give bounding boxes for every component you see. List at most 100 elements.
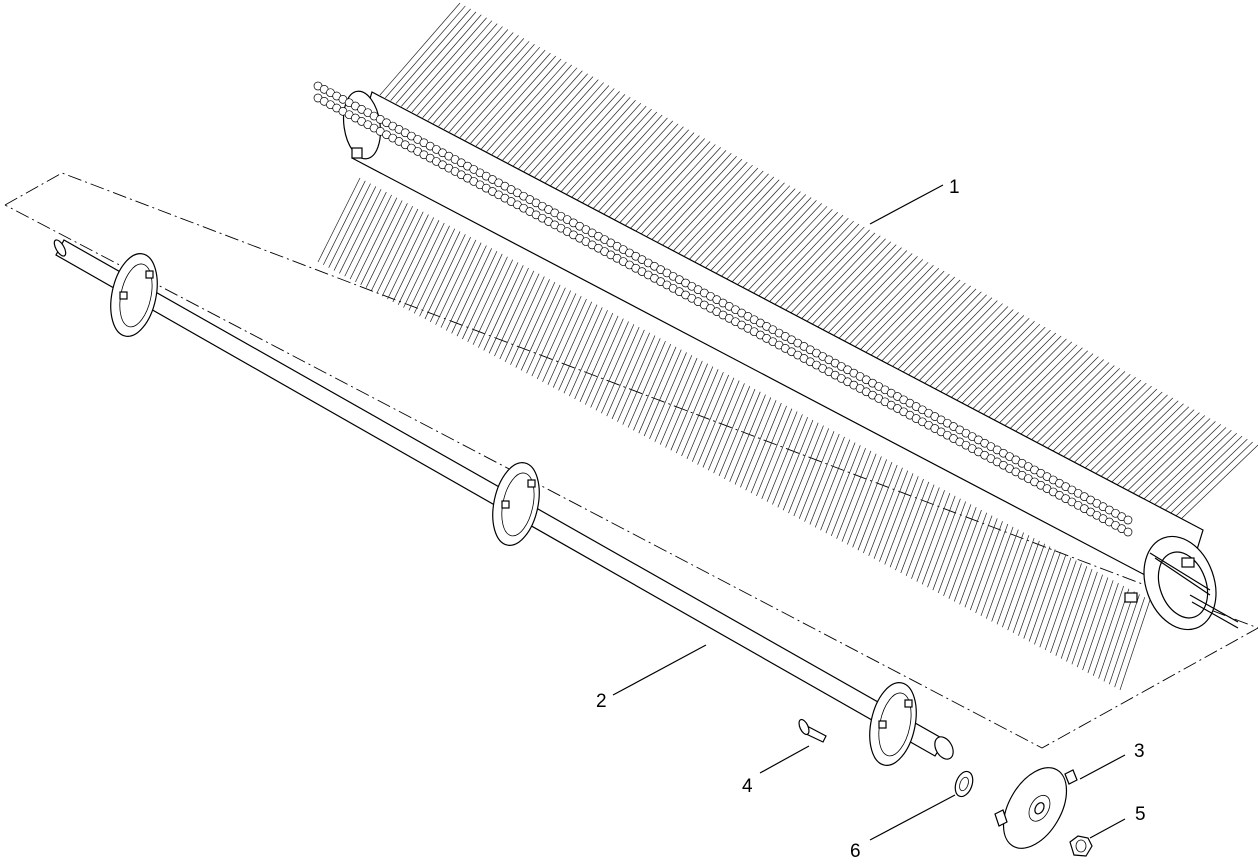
bristle xyxy=(948,509,982,599)
bristle xyxy=(406,17,487,110)
bristle xyxy=(483,265,524,351)
bristle xyxy=(606,329,645,417)
leader-line-5 xyxy=(1089,818,1126,839)
bristle xyxy=(1039,557,1072,648)
bristle xyxy=(433,32,514,124)
callout-2: 2 xyxy=(596,691,607,712)
bristle xyxy=(440,242,482,328)
bristle xyxy=(806,238,886,322)
bristle xyxy=(328,183,371,268)
bristle xyxy=(323,180,366,266)
hub-disc-right xyxy=(869,682,917,766)
bristle xyxy=(611,332,650,420)
bristle xyxy=(886,282,966,365)
bristle xyxy=(705,182,785,269)
bristle xyxy=(884,476,919,565)
leader-lines xyxy=(612,184,1126,841)
bristle xyxy=(566,105,647,195)
bristle xyxy=(470,52,551,144)
bristle xyxy=(966,326,1046,407)
bristle xyxy=(601,326,640,414)
bristle xyxy=(1018,546,1051,636)
bristle xyxy=(1082,580,1114,671)
bristle xyxy=(955,320,1035,402)
leader-line-3 xyxy=(1079,754,1126,780)
bore-notch-top xyxy=(1181,557,1195,568)
bristle xyxy=(609,129,690,218)
bristle xyxy=(419,231,461,317)
bristle xyxy=(376,208,419,294)
bristle xyxy=(678,167,759,254)
left-end-slot xyxy=(351,147,363,159)
bristle xyxy=(515,281,556,368)
bristle xyxy=(1115,409,1195,487)
bristle xyxy=(934,309,1014,390)
bristle xyxy=(536,293,577,380)
bristle xyxy=(1158,432,1237,509)
bristle xyxy=(590,321,629,408)
bristle xyxy=(713,386,751,474)
bristle xyxy=(349,194,392,280)
bristle xyxy=(443,38,525,130)
bristle xyxy=(555,100,636,189)
bristle xyxy=(518,79,599,169)
bristle xyxy=(742,203,823,288)
bristle xyxy=(1057,376,1136,456)
bristle xyxy=(793,428,830,517)
bristle xyxy=(451,248,492,334)
bristle xyxy=(811,241,892,325)
bristle xyxy=(424,234,466,320)
bristle xyxy=(523,82,604,172)
bead-chain xyxy=(313,81,1133,537)
bristle xyxy=(675,366,714,454)
bristle xyxy=(1163,435,1243,512)
bristle xyxy=(737,200,817,286)
shaft-left-end xyxy=(53,239,67,257)
bristle xyxy=(491,64,572,155)
bristle xyxy=(801,235,881,320)
bristle xyxy=(769,217,849,303)
leader-line-2 xyxy=(612,644,707,696)
bristle xyxy=(603,126,684,215)
bristle xyxy=(1007,540,1040,631)
bristle xyxy=(1142,424,1222,501)
bristle xyxy=(568,310,608,397)
bristle xyxy=(873,470,909,559)
bristle xyxy=(595,324,635,411)
bristle xyxy=(1174,441,1253,518)
bristle xyxy=(534,88,615,178)
bristle xyxy=(545,94,626,184)
bristle xyxy=(478,262,519,348)
bristle xyxy=(467,256,508,343)
bristle xyxy=(859,267,940,351)
callout-1: 1 xyxy=(949,177,960,198)
bristle xyxy=(961,323,1041,405)
bristle xyxy=(1041,368,1120,447)
bristle xyxy=(1062,379,1142,458)
brush-roller xyxy=(313,2,1258,691)
bristle xyxy=(895,481,930,571)
bristle xyxy=(868,467,903,557)
bristle xyxy=(923,303,1003,385)
upper-bristle-row xyxy=(379,2,1258,521)
bead xyxy=(1123,515,1133,525)
leader-line-6 xyxy=(869,794,956,841)
bristle xyxy=(1030,362,1110,441)
bristle xyxy=(510,279,550,365)
bristle xyxy=(747,206,828,291)
bristle xyxy=(317,177,361,263)
bristle xyxy=(822,247,902,331)
bristle xyxy=(785,226,865,311)
bristle xyxy=(617,335,656,422)
bristle xyxy=(870,273,950,356)
bristle xyxy=(577,111,658,201)
bristle xyxy=(702,380,740,468)
bristle xyxy=(1110,406,1190,484)
bristle xyxy=(982,335,1062,416)
bristle xyxy=(571,108,652,198)
bristle xyxy=(830,447,866,537)
bristle xyxy=(1087,583,1119,673)
bristle xyxy=(817,244,897,328)
bristle xyxy=(795,232,876,317)
bristle xyxy=(472,259,514,345)
